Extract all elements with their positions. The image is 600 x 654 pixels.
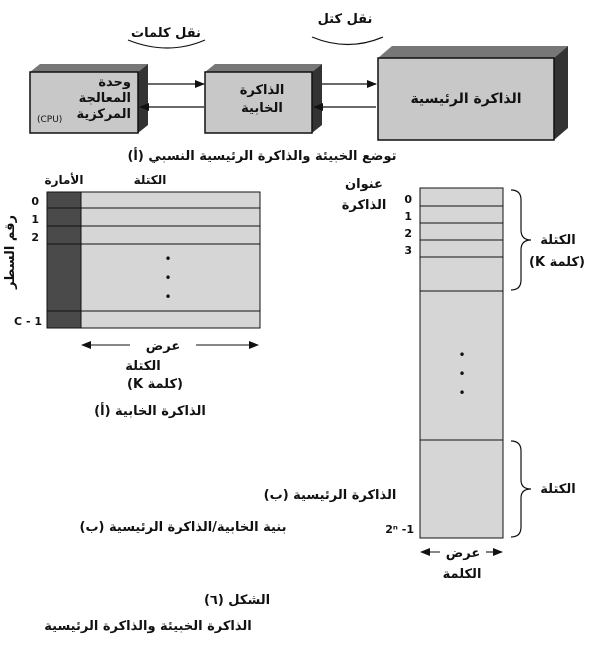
word-transfer-label: نقل كلمات bbox=[131, 26, 201, 41]
cache-table bbox=[46, 191, 261, 329]
word-width-label-1: عرض bbox=[446, 546, 480, 561]
memory-block-brace-bottom bbox=[510, 440, 532, 538]
cache-ellipsis-2: • bbox=[164, 271, 171, 285]
cache-caption: (أ) الذاكرة الخابية bbox=[94, 402, 206, 419]
memory-address-2: 2 bbox=[404, 227, 412, 240]
tag-column bbox=[46, 191, 82, 329]
block-width-label-1: عرض bbox=[146, 339, 180, 354]
part-a-caption: (أ) توضع الخبيئة والذاكرة الرئيسية النسب… bbox=[127, 147, 396, 164]
cpu-box bbox=[29, 64, 148, 134]
block-width-label-2: الكتلة bbox=[125, 359, 160, 374]
cpu-abbr: (CPU) bbox=[37, 115, 62, 125]
memory-ellipsis-2: • bbox=[458, 367, 465, 381]
memory-caption: (ب) الذاكرة الرئيسية bbox=[264, 488, 397, 503]
cache-row-0: 0 bbox=[31, 195, 39, 208]
cache-row-1: 1 bbox=[31, 213, 39, 226]
main-memory-box bbox=[377, 46, 568, 141]
cache-ellipsis-3: • bbox=[164, 290, 171, 304]
block-transfer-brace bbox=[311, 36, 384, 46]
memory-table bbox=[419, 187, 504, 539]
cache-ellipsis-1: • bbox=[164, 252, 171, 266]
cache-row-2: 2 bbox=[31, 231, 39, 244]
memory-block-brace-top bbox=[510, 189, 532, 291]
memory-ellipsis-3: • bbox=[458, 386, 465, 400]
cache-box bbox=[204, 64, 322, 134]
word-transfer-brace bbox=[127, 39, 206, 49]
memory-address-label-2: الذاكرة bbox=[342, 198, 387, 213]
memory-address-3: 3 bbox=[404, 244, 412, 257]
cpu-label-2: المعالجة bbox=[79, 91, 131, 106]
block-transfer-label: نقل كتل bbox=[318, 12, 373, 27]
memory-ellipsis-1: • bbox=[458, 348, 465, 362]
main-memory-label: الذاكرة الرئيسية bbox=[410, 91, 521, 107]
structure-caption: (ب) بنية الخابية/الذاكرة الرئيسية bbox=[80, 520, 287, 535]
memory-block-label-2: (K كلمة) bbox=[529, 255, 585, 270]
memory-address-label-1: عنوان bbox=[345, 177, 383, 192]
figure-number: الشكل (٦) bbox=[204, 593, 270, 608]
memory-address-0: 0 bbox=[404, 193, 412, 206]
memory-address-last: 2ⁿ -1 bbox=[385, 523, 414, 536]
cache-row-last: C - 1 bbox=[14, 315, 42, 328]
block-width-label-3: (K كلمة) bbox=[127, 377, 183, 392]
cpu-label-1: وحدة bbox=[98, 75, 131, 90]
word-width-label-2: الكلمة bbox=[443, 567, 482, 582]
cache-label-1: الذاكرة bbox=[240, 83, 285, 98]
tag-header: الأمارة bbox=[45, 172, 84, 187]
row-number-label: رقم السطر bbox=[3, 215, 18, 290]
figure-title: الذاكرة الخبيئة والذاكرة الرئيسية bbox=[44, 619, 251, 634]
memory-address-1: 1 bbox=[404, 210, 412, 223]
cpu-label-3: المركزية bbox=[76, 107, 131, 122]
memory-block-label-1: الكتلة bbox=[540, 233, 575, 248]
cache-label-2: الخابية bbox=[241, 101, 283, 116]
block-header: الكتلة bbox=[134, 173, 167, 187]
memory-block-label-bottom: الكتلة bbox=[540, 482, 575, 497]
